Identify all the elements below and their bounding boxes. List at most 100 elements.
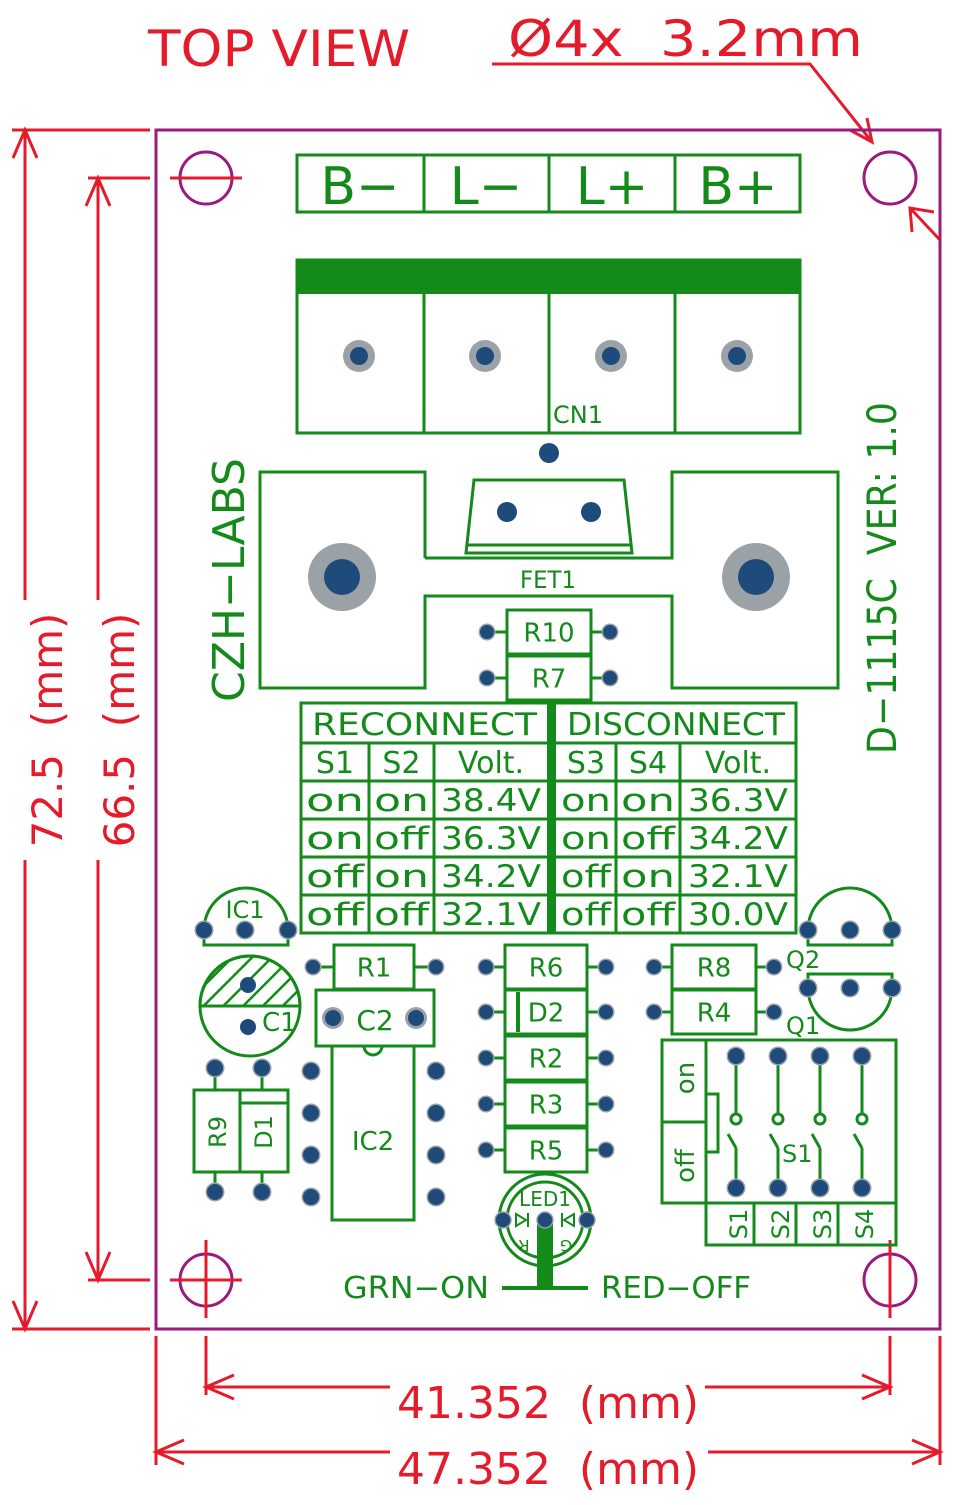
q2-ref-label: Q2 bbox=[786, 946, 820, 974]
table-cell: off bbox=[374, 821, 430, 857]
table-cell: on bbox=[374, 783, 429, 819]
fet1-ref-label: FET1 bbox=[520, 566, 576, 594]
r5-resistor-label: R5 bbox=[529, 1136, 564, 1166]
r10-resistor-label: R10 bbox=[523, 618, 574, 648]
pad bbox=[578, 1211, 596, 1229]
dip-position-s4: S4 bbox=[851, 1209, 879, 1240]
pad bbox=[539, 443, 559, 463]
pad bbox=[479, 960, 493, 974]
table-divider bbox=[547, 703, 556, 933]
table-header-cell: S4 bbox=[629, 746, 667, 781]
dip-switch-outline bbox=[660, 1038, 898, 1247]
pad bbox=[800, 980, 816, 996]
pad bbox=[497, 502, 517, 522]
hole-callout-arrow-2 bbox=[908, 206, 942, 242]
dip-switch-ref-label: S1 bbox=[782, 1140, 813, 1168]
terminal-label-b-minus: B− bbox=[320, 157, 399, 217]
c1-capacitor-outline bbox=[198, 954, 302, 1058]
outer-width-dimension bbox=[152, 1336, 944, 1466]
r4-resistor: R4 bbox=[645, 988, 783, 1036]
table-cell: off bbox=[561, 859, 612, 895]
ic1-ref-label: IC1 bbox=[225, 896, 264, 924]
pad bbox=[728, 347, 746, 365]
hole-callout-leader bbox=[492, 62, 875, 145]
pad bbox=[240, 977, 256, 993]
inner-height-dimension bbox=[84, 174, 150, 1284]
inner-height-label: 66.5 (mm) bbox=[95, 613, 144, 848]
table-cell: off bbox=[374, 897, 430, 933]
dip-position-s1: S1 bbox=[725, 1209, 753, 1240]
d2-diode: D2 bbox=[477, 988, 615, 1036]
view-label: TOP VIEW bbox=[147, 20, 410, 78]
dip-switch-contacts bbox=[726, 1046, 872, 1198]
table-cell: 36.3V bbox=[688, 783, 788, 819]
pad bbox=[767, 1005, 781, 1019]
board-outline bbox=[154, 128, 942, 1331]
terminal-label-l-minus: L− bbox=[450, 157, 523, 217]
pad bbox=[728, 1180, 744, 1196]
pad bbox=[303, 1189, 319, 1205]
outer-height-label: 72.5 (mm) bbox=[23, 613, 72, 848]
table-cell: 32.1V bbox=[441, 897, 541, 933]
table-cell: on bbox=[374, 859, 429, 895]
r7-resistor: R7 bbox=[478, 654, 619, 702]
terminal-label-b-plus: B+ bbox=[698, 157, 777, 217]
led-diode-symbols bbox=[515, 1212, 575, 1228]
pad bbox=[324, 559, 360, 595]
d2-diode-label: D2 bbox=[528, 998, 565, 1028]
table-header-cell: S2 bbox=[382, 746, 420, 781]
c2-ref-label: C2 bbox=[356, 1004, 393, 1037]
r3-resistor-label: R3 bbox=[529, 1090, 564, 1120]
r2-resistor: R2 bbox=[477, 1034, 615, 1082]
r1-resistor: R1 bbox=[304, 943, 445, 991]
mounting-hole-bottom-right bbox=[862, 1240, 918, 1318]
pad bbox=[770, 1048, 786, 1064]
dip-off-label: off bbox=[671, 1148, 701, 1183]
cn1-ref-label: CN1 bbox=[553, 401, 603, 429]
pad bbox=[842, 980, 858, 996]
pad bbox=[325, 1010, 341, 1026]
pad bbox=[480, 625, 494, 639]
pad bbox=[428, 1105, 444, 1121]
pad bbox=[429, 960, 443, 974]
pad bbox=[647, 960, 661, 974]
pad bbox=[480, 671, 494, 685]
led1-ref-label: LED1 bbox=[519, 1187, 571, 1211]
pad bbox=[280, 922, 296, 938]
pad bbox=[303, 1063, 319, 1079]
pad bbox=[303, 1105, 319, 1121]
pad bbox=[237, 922, 253, 938]
table-cell: off bbox=[621, 821, 676, 857]
inner-width-dimension bbox=[202, 1336, 894, 1401]
pad bbox=[599, 1097, 613, 1111]
pad bbox=[812, 1048, 828, 1064]
terminal-label-strip bbox=[295, 153, 802, 214]
table-header-cell: S1 bbox=[316, 746, 354, 781]
c2-ic2-outline bbox=[314, 988, 436, 1222]
table-cell: on bbox=[306, 783, 364, 819]
hole-callout: Ø4x 3.2mm bbox=[508, 10, 863, 68]
table-cell: off bbox=[306, 859, 365, 895]
pad bbox=[599, 1051, 613, 1065]
pad bbox=[254, 1184, 270, 1200]
led-legend-red: RED−OFF bbox=[601, 1271, 751, 1306]
pad bbox=[240, 1019, 256, 1035]
table-cell: 30.0V bbox=[688, 897, 788, 933]
table-cell: off bbox=[621, 897, 676, 933]
table-cell: on bbox=[306, 821, 364, 857]
led-green-pin-label: G bbox=[560, 1236, 572, 1255]
pad bbox=[599, 1005, 613, 1019]
dip-switch-contact bbox=[810, 1056, 827, 1188]
table-cell: 36.3V bbox=[441, 821, 541, 857]
table-cell: off bbox=[561, 897, 612, 933]
